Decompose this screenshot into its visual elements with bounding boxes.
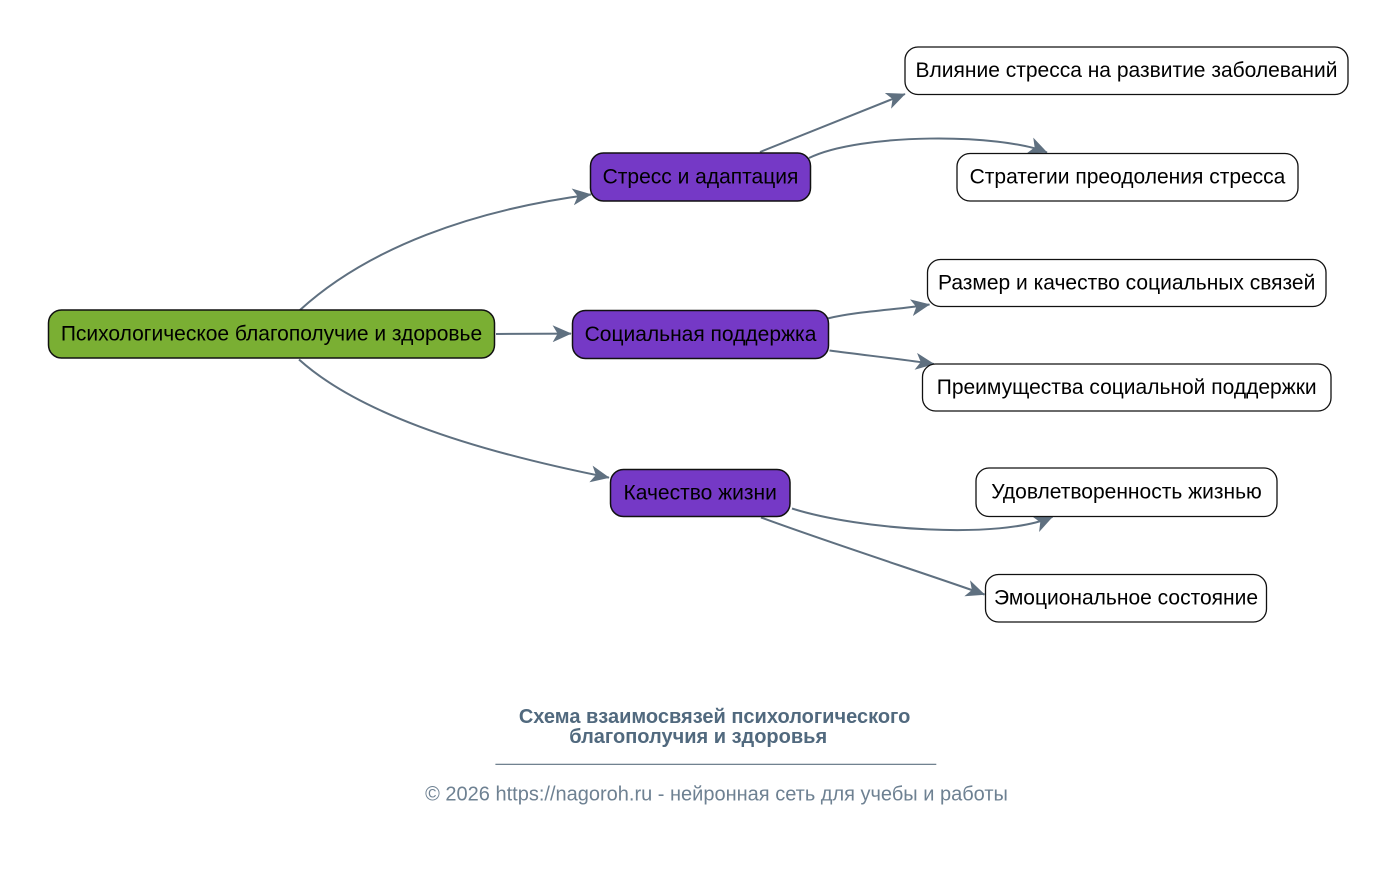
svg-text:Психологическое благополучие и: Психологическое благополучие и здоровье — [61, 322, 482, 345]
svg-text:Эмоциональное состояние: Эмоциональное состояние — [994, 587, 1258, 610]
svg-text:Размер и качество социальных с: Размер и качество социальных связей — [938, 271, 1315, 294]
svg-text:Влияние стресса на развитие за: Влияние стресса на развитие заболеваний — [916, 59, 1338, 82]
svg-text:Качество жизни: Качество жизни — [624, 481, 777, 504]
svg-text:благополучия и здоровья: благополучия и здоровья — [569, 726, 827, 748]
svg-text:Удовлетворенность жизнью: Удовлетворенность жизнью — [991, 481, 1262, 504]
svg-text:© 2026 https://nagoroh.ru - не: © 2026 https://nagoroh.ru - нейронная се… — [425, 784, 1008, 806]
svg-text:Схема взаимосвязей психологиче: Схема взаимосвязей психологического — [519, 706, 910, 728]
svg-text:Преимущества социальной поддер: Преимущества социальной поддержки — [937, 376, 1317, 399]
svg-text:Социальная поддержка: Социальная поддержка — [585, 323, 817, 346]
svg-text:Стресс и адаптация: Стресс и адаптация — [603, 165, 799, 188]
svg-text:Стратегии преодоления стресса: Стратегии преодоления стресса — [970, 166, 1286, 189]
